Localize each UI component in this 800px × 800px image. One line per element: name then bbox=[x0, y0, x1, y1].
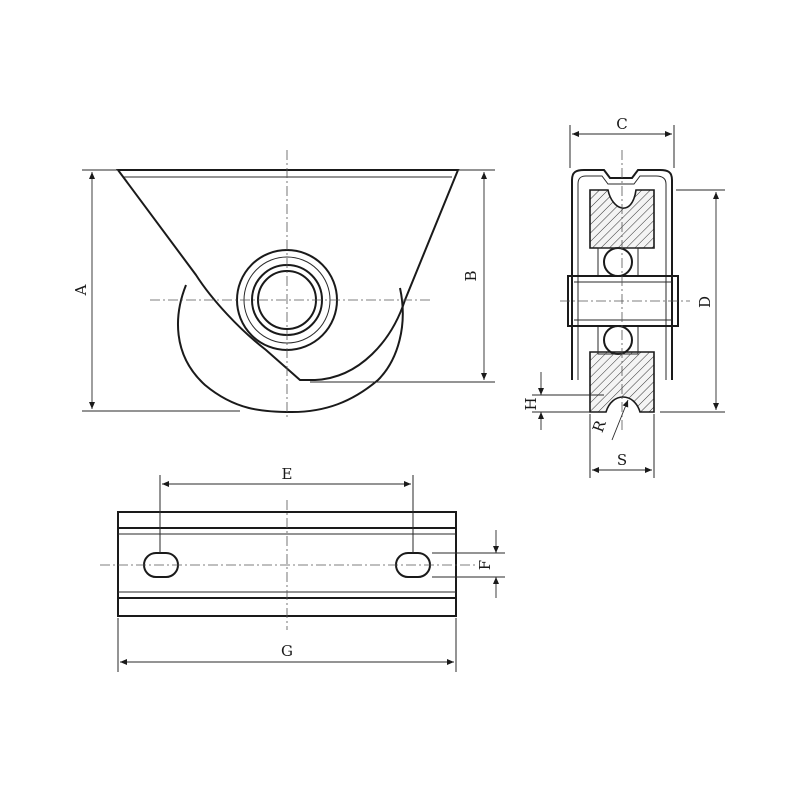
wheel-outline bbox=[177, 284, 404, 414]
dim-f-label: F bbox=[476, 560, 494, 570]
dim-e-label: E bbox=[282, 465, 293, 483]
front-view: A B bbox=[72, 150, 495, 420]
u-bracket bbox=[571, 169, 673, 380]
wheel-section-lower bbox=[589, 351, 655, 413]
dim-c-label: C bbox=[616, 115, 627, 133]
dim-h-label: H bbox=[522, 397, 540, 410]
dim-d-label: D bbox=[696, 296, 714, 308]
dim-s-label: S bbox=[617, 451, 627, 469]
bearing-ball-lower bbox=[603, 325, 633, 355]
bracket-plate bbox=[116, 169, 460, 381]
top-view: E F G bbox=[100, 465, 505, 672]
dim-r-label: R bbox=[589, 417, 610, 434]
dim-b-label: B bbox=[462, 270, 480, 281]
dim-r-leader bbox=[611, 399, 629, 441]
dim-g-label: G bbox=[281, 642, 293, 660]
side-section-view: C D H R S bbox=[522, 115, 725, 478]
dim-a-label: A bbox=[72, 284, 90, 296]
bearing-ball-upper bbox=[603, 247, 633, 277]
